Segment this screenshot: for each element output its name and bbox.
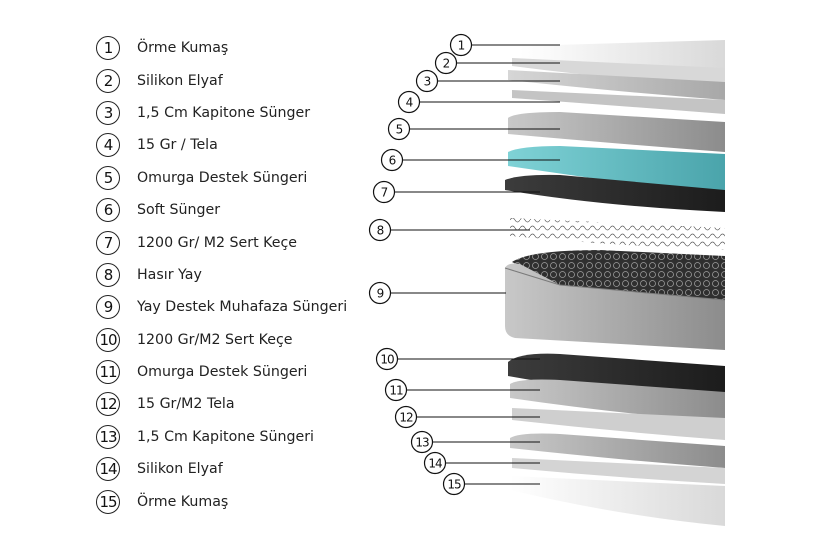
layer-9-spring-top [512, 250, 725, 300]
callout-circle [394, 405, 418, 429]
legend-number-badge: 3 [96, 100, 120, 125]
legend-label: Soft Sünger [137, 202, 221, 219]
legend-item: 3 1,5 Cm Kapitone Sünger [96, 97, 396, 129]
callout-circle [449, 33, 473, 57]
callout-number: 9 [377, 287, 384, 301]
legend-number-badge: 8 [96, 262, 120, 287]
callout-circle [397, 90, 421, 114]
legend-item: 10 1200 Gr/M2 Sert Keçe [96, 324, 396, 356]
layer-8-spring-mesh [510, 218, 725, 250]
layer-5-spine-foam [508, 112, 725, 152]
callout-circle [380, 148, 404, 172]
callout-circle [423, 451, 447, 475]
layer-11-spine-foam [510, 379, 725, 422]
layer-12-tela [512, 408, 725, 440]
legend-label: 15 Gr / Tela [137, 137, 218, 154]
legend-item: 2 Silikon Elyaf [96, 64, 396, 96]
callout-number: 8 [377, 224, 384, 238]
legend-item: 8 Hasır Yay [96, 259, 396, 291]
callout-circle [384, 378, 408, 402]
layer-2-silicone-fiber [512, 58, 725, 86]
layer-15-knit-fabric [510, 476, 725, 526]
legend-item: 15 Örme Kumaş [96, 485, 396, 517]
callout-circle [415, 69, 439, 93]
legend-number-badge: 9 [96, 295, 120, 320]
legend-item: 13 1,5 Cm Kapitone Süngeri [96, 421, 396, 453]
callout-circle [372, 180, 396, 204]
legend-number-badge: 12 [96, 392, 120, 417]
callout-number: 7 [381, 186, 388, 200]
legend-label: Omurga Destek Süngeri [137, 364, 308, 381]
legend-item: 11 Omurga Destek Süngeri [96, 356, 396, 388]
legend-item: 9 Yay Destek Muhafaza Süngeri [96, 291, 396, 323]
legend-label: Hasır Yay [137, 266, 202, 283]
callout-circle [434, 51, 458, 75]
legend-label: 1200 Gr/M2 Sert Keçe [137, 331, 293, 348]
callout-number: 15 [447, 478, 461, 492]
layer-14-silicone-fiber [512, 458, 725, 484]
legend-item: 14 Silikon Elyaf [96, 453, 396, 485]
legend-number-badge: 7 [96, 230, 120, 255]
callout-number: 12 [399, 411, 413, 425]
legend-label: 1,5 Cm Kapitone Süngeri [137, 428, 314, 445]
callout-circle [442, 472, 466, 496]
callout-circle [368, 218, 392, 242]
legend-number-badge: 14 [96, 457, 120, 482]
layer-3-quilted-foam [508, 70, 725, 100]
legend-item: 4 15 Gr / Tela [96, 129, 396, 161]
callout-number: 5 [396, 123, 403, 137]
legend-label: Silikon Elyaf [137, 461, 223, 478]
legend-label: 1,5 Cm Kapitone Sünger [137, 104, 311, 121]
callout-number: 14 [428, 457, 442, 471]
legend-label: Yay Destek Muhafaza Süngeri [137, 299, 348, 316]
callout-number: 10 [380, 353, 394, 367]
callout-circle [375, 347, 399, 371]
legend-label: Örme Kumaş [137, 40, 229, 57]
layer-7-hard-felt [505, 174, 725, 212]
callout-number: 11 [389, 384, 403, 398]
callout-number: 2 [443, 57, 450, 71]
legend-number-badge: 11 [96, 360, 120, 385]
legend-item: 7 1200 Gr/ M2 Sert Keçe [96, 226, 396, 258]
legend-item: 1 Örme Kumaş [96, 32, 396, 64]
legend-item: 5 Omurga Destek Süngeri [96, 162, 396, 194]
legend-label: 1200 Gr/ M2 Sert Keçe [137, 234, 298, 251]
callout-circle [387, 117, 411, 141]
legend-number-badge: 15 [96, 489, 120, 514]
callout-number: 13 [415, 436, 429, 450]
legend-number-badge: 13 [96, 424, 120, 449]
legend-label: Silikon Elyaf [137, 72, 223, 89]
legend-number-badge: 1 [96, 36, 120, 61]
legend-number-badge: 2 [96, 68, 120, 93]
legend-number-badge: 10 [96, 327, 120, 352]
layer-4-tela [512, 90, 725, 114]
legend-number-badge: 4 [96, 133, 120, 158]
legend-number-badge: 5 [96, 165, 120, 190]
legend-number-badge: 6 [96, 198, 120, 223]
callout-circle [410, 430, 434, 454]
callout-number: 4 [406, 96, 413, 110]
legend-label: Örme Kumaş [137, 493, 229, 510]
legend-label: Omurga Destek Süngeri [137, 169, 308, 186]
legend-item: 12 15 Gr/M2 Tela [96, 388, 396, 420]
legend-item: 6 Soft Sünger [96, 194, 396, 226]
callout-circle [368, 281, 392, 305]
callout-number: 1 [458, 39, 465, 53]
callout-number: 6 [389, 154, 396, 168]
layer-13-quilted-foam [510, 433, 725, 468]
legend-label: 15 Gr/M2 Tela [137, 396, 235, 413]
callout-number: 3 [424, 75, 431, 89]
